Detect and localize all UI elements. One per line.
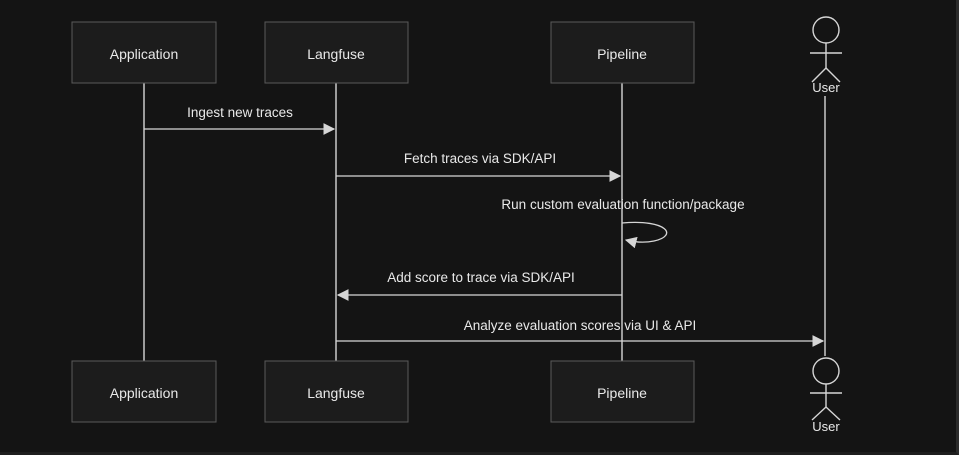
participant-pipeline-top: Pipeline (550, 21, 695, 84)
actor-user-bottom: User (810, 357, 842, 434)
participant-label: Application (110, 385, 179, 401)
participant-label: Application (110, 46, 179, 62)
participant-label: Pipeline (597, 385, 647, 401)
participant-pipeline-bottom: Pipeline (550, 360, 695, 423)
user-icon (810, 357, 842, 421)
message-label: Analyze evaluation scores via UI & API (464, 318, 697, 333)
participant-langfuse-top: Langfuse (264, 21, 409, 84)
message-label: Ingest new traces (187, 105, 293, 120)
participant-label: Langfuse (307, 46, 365, 62)
message-label: Fetch traces via SDK/API (404, 151, 556, 166)
message-label: Add score to trace via SDK/API (387, 270, 575, 285)
participant-application-bottom: Application (71, 360, 217, 423)
participant-langfuse-bottom: Langfuse (264, 360, 409, 423)
user-icon (810, 16, 842, 83)
message-self-evaluate: Run custom evaluation function/package (501, 197, 745, 249)
message-fetch: Fetch traces via SDK/API (336, 151, 622, 182)
actor-label: User (812, 80, 840, 95)
participant-application-top: Application (71, 21, 217, 84)
message-analyze: Analyze evaluation scores via UI & API (336, 318, 825, 347)
participant-label: Pipeline (597, 46, 647, 62)
message-add-score: Add score to trace via SDK/API (336, 270, 622, 301)
actor-label: User (812, 419, 840, 434)
message-ingest: Ingest new traces (144, 105, 336, 135)
participant-label: Langfuse (307, 385, 365, 401)
actor-user-top: User (810, 16, 842, 95)
message-label: Run custom evaluation function/package (501, 197, 744, 212)
